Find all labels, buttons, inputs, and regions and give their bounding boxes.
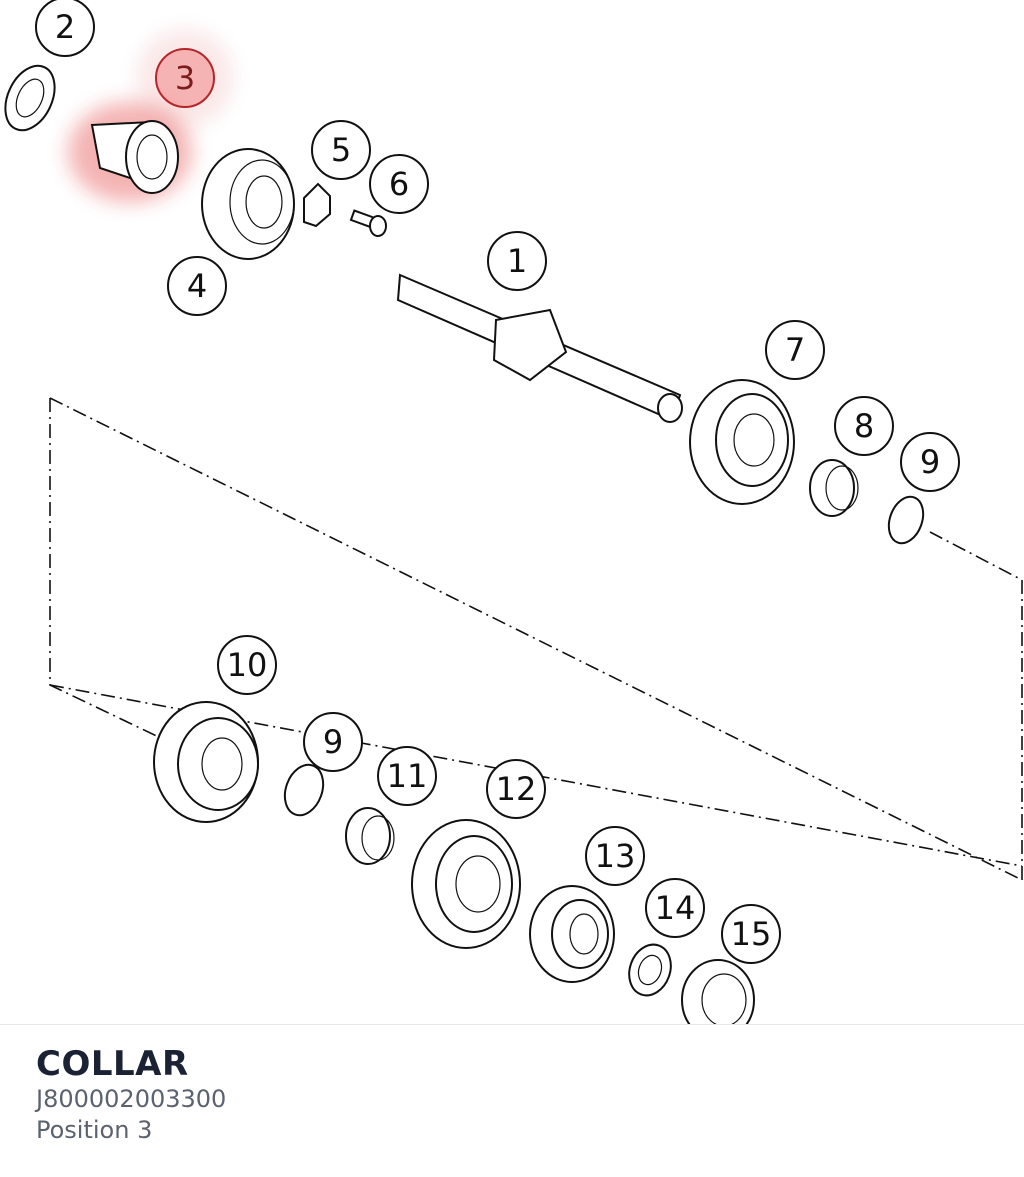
callout-6[interactable]: 6 xyxy=(369,154,429,214)
callout-14[interactable]: 14 xyxy=(645,878,705,938)
circlip-part-9-upper[interactable] xyxy=(883,492,929,548)
gear-part-10[interactable] xyxy=(153,701,259,823)
callout-11[interactable]: 11 xyxy=(377,746,437,806)
callout-3-highlighted[interactable]: 3 xyxy=(140,33,230,123)
gear-part-13[interactable] xyxy=(529,885,615,983)
bush-part-8[interactable] xyxy=(809,459,859,517)
washer-part-2[interactable] xyxy=(0,58,64,138)
svg-text:13: 13 xyxy=(595,837,636,875)
svg-text:9: 9 xyxy=(323,723,343,761)
svg-text:3: 3 xyxy=(175,59,195,97)
svg-text:12: 12 xyxy=(496,770,537,808)
bolt-part-6[interactable] xyxy=(349,209,387,237)
callout-9-lower[interactable]: 9 xyxy=(303,712,363,772)
svg-text:1: 1 xyxy=(507,242,527,280)
svg-text:15: 15 xyxy=(731,915,772,953)
callout-8[interactable]: 8 xyxy=(834,396,894,456)
callout-2[interactable]: 2 xyxy=(35,0,95,57)
callout-1[interactable]: 1 xyxy=(487,231,547,291)
bush-part-11[interactable] xyxy=(345,807,395,865)
callout-13[interactable]: 13 xyxy=(585,826,645,886)
svg-text:14: 14 xyxy=(655,889,696,927)
shaft-part-1[interactable] xyxy=(396,273,683,423)
part-position: Position 3 xyxy=(36,1116,153,1144)
gear-part-12[interactable] xyxy=(411,819,521,949)
svg-text:5: 5 xyxy=(331,131,351,169)
lock-plate-part-5[interactable] xyxy=(303,182,331,228)
svg-text:11: 11 xyxy=(387,757,428,795)
svg-text:10: 10 xyxy=(227,646,268,684)
exploded-parts-diagram: 1 2 3 4 5 6 7 8 9 9 10 11 12 13 14 15 xyxy=(0,0,1023,1024)
svg-text:6: 6 xyxy=(389,165,409,203)
bearing-part-15[interactable] xyxy=(681,959,755,1024)
svg-text:4: 4 xyxy=(187,267,207,305)
gear-part-7[interactable] xyxy=(689,379,795,505)
callout-12[interactable]: 12 xyxy=(486,759,546,819)
selected-part-info: COLLAR J800002003300 Position 3 xyxy=(36,1044,226,1146)
svg-text:8: 8 xyxy=(854,407,874,445)
callout-10[interactable]: 10 xyxy=(217,635,277,695)
svg-text:2: 2 xyxy=(55,8,75,46)
callout-15[interactable]: 15 xyxy=(721,904,781,964)
divider xyxy=(0,1024,1024,1025)
washer-part-14[interactable] xyxy=(622,939,677,1002)
part-name: COLLAR xyxy=(36,1044,189,1084)
svg-text:7: 7 xyxy=(785,331,805,369)
part-number: J800002003300 xyxy=(36,1085,227,1113)
callout-5[interactable]: 5 xyxy=(311,120,371,180)
svg-text:9: 9 xyxy=(920,443,940,481)
callout-4[interactable]: 4 xyxy=(167,256,227,316)
callout-7[interactable]: 7 xyxy=(765,320,825,380)
callout-9-upper[interactable]: 9 xyxy=(900,432,960,492)
bearing-part-4[interactable] xyxy=(201,148,295,260)
circlip-part-9-lower[interactable] xyxy=(278,759,330,820)
collar-part-3[interactable] xyxy=(68,102,192,202)
